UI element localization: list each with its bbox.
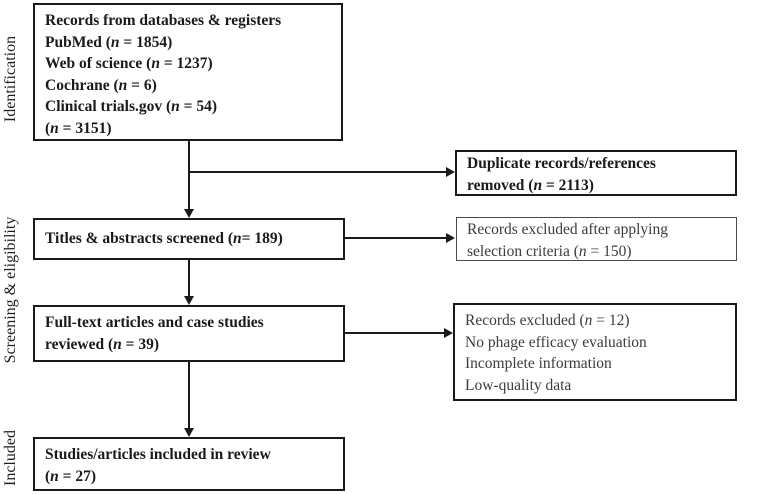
arrowhead-screened-to-excluded <box>446 233 455 243</box>
connector-fulltext-to-included-line <box>188 361 190 428</box>
connector-screened-to-fulltext-line <box>188 260 190 296</box>
arrowhead-sources-to-screened <box>184 209 194 218</box>
connector-screened-to-excluded-line <box>345 237 446 239</box>
box-included-in-review: Studies/articles included in review(n = … <box>33 437 345 491</box>
stage-label-included: Included <box>2 430 19 486</box>
arrowhead-fulltext-to-included <box>184 428 194 437</box>
arrowhead-fulltext-to-excluded <box>444 328 453 338</box>
stage-label-identification: Identification <box>2 35 19 123</box>
connector-sources-to-screened-line <box>188 140 190 209</box>
arrowhead-screened-to-fulltext <box>184 296 194 305</box>
connector-branch-to-duplicates-line <box>189 171 446 173</box>
connector-fulltext-to-excluded-line <box>345 332 444 334</box>
box-titles-abstracts-screened: Titles & abstracts screened (n = 189) <box>33 218 345 260</box>
box-records-excluded-quality: Records excluded (n = 12)No phage effica… <box>453 303 737 401</box>
arrowhead-branch-to-duplicates <box>446 167 455 177</box>
stage-label-screening-eligibility: Screening & eligibility <box>2 216 19 364</box>
